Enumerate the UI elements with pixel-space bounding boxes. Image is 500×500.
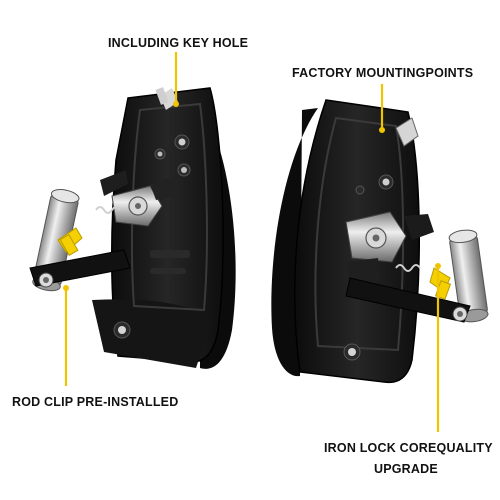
callout-dot-mounting bbox=[379, 127, 385, 133]
callout-dot-iron-lock bbox=[435, 263, 441, 269]
callout-dot-rod-clip bbox=[63, 285, 69, 291]
left-door-handle bbox=[29, 87, 236, 369]
right-door-handle bbox=[271, 99, 489, 384]
callout-rod-clip: ROD CLIP PRE-INSTALLED bbox=[12, 395, 179, 409]
callout-key-hole: INCLUDING KEY HOLE bbox=[108, 36, 249, 50]
callout-iron-lock-line1: IRON LOCK COREQUALITY bbox=[324, 441, 493, 455]
callout-dot-key-hole bbox=[173, 101, 179, 107]
callout-iron-lock-line2: UPGRADE bbox=[374, 462, 438, 476]
callout-lines bbox=[63, 52, 441, 432]
callout-mounting-points: FACTORY MOUNTINGPOINTS bbox=[292, 66, 474, 80]
